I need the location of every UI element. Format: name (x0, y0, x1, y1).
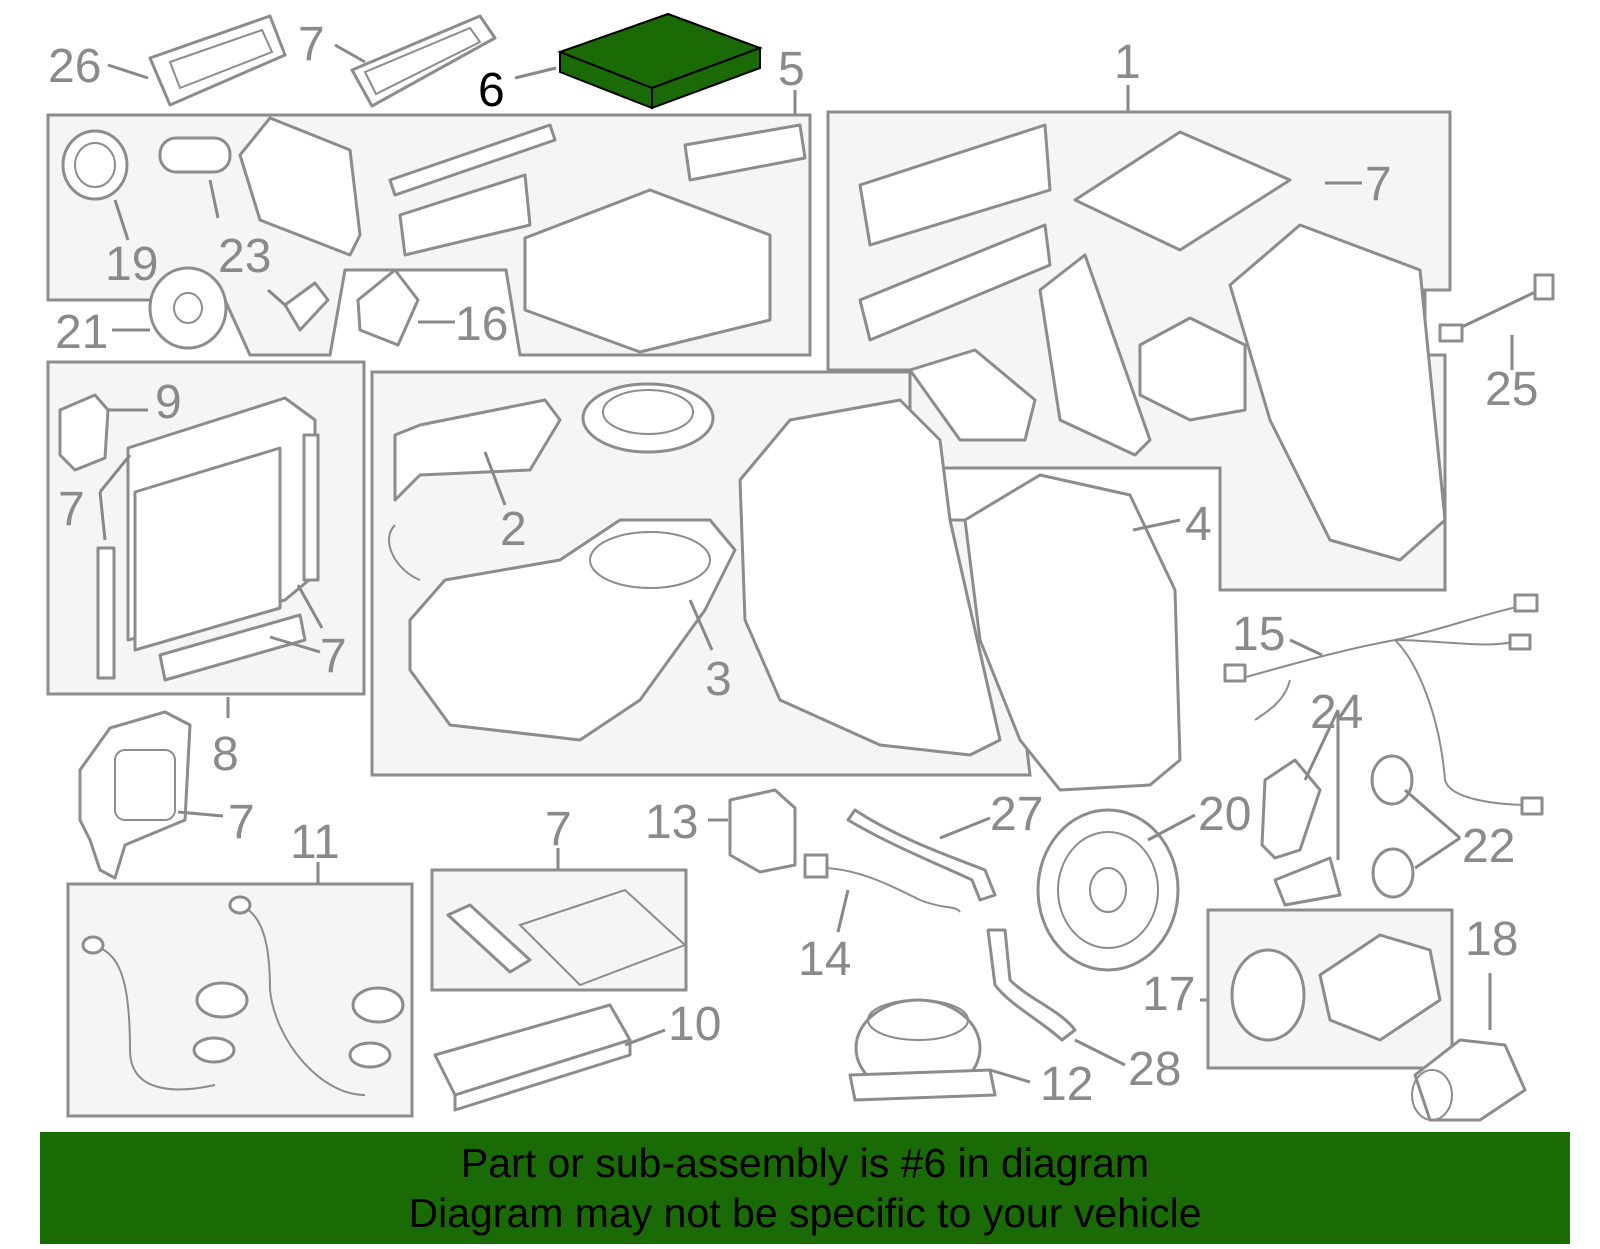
part-12-blower-motor (848, 998, 997, 1102)
callout-1: 1 (1114, 36, 1141, 89)
part-5-door (388, 123, 557, 257)
part-21-gear (148, 266, 228, 350)
part-1-center-housing (738, 398, 1002, 757)
leader-lines (98, 43, 1514, 1084)
part-16-actuator (356, 268, 420, 347)
part-5-housing-left (238, 116, 362, 257)
part-11-pipes (81, 895, 405, 1096)
callout-5: 5 (778, 43, 805, 96)
part-15-harness (1223, 593, 1544, 816)
part-22-gears (1370, 754, 1415, 899)
callout-3: 3 (705, 653, 732, 706)
part-10-heater-core (433, 1003, 632, 1112)
part-1-housing (908, 223, 1447, 562)
callout-21: 21 (55, 306, 108, 359)
part-28-hose (986, 928, 1077, 1042)
callout-7-top: 7 (298, 18, 325, 71)
part-25-screw (1438, 273, 1555, 343)
callout-16: 16 (455, 298, 508, 351)
part-24-bracket (1260, 758, 1342, 907)
callout-20: 20 (1198, 788, 1251, 841)
part-17-actuator (1230, 933, 1442, 1042)
part-18-actuator (1411, 1038, 1527, 1122)
callout-7-left: 7 (58, 483, 85, 536)
callout-11: 11 (290, 816, 340, 869)
callout-19: 19 (105, 238, 158, 291)
part-1-doors (858, 123, 1292, 342)
part-26-vent (148, 14, 287, 107)
callout-2: 2 (500, 503, 527, 556)
callout-27: 27 (990, 788, 1043, 841)
callout-23: 23 (218, 230, 271, 283)
banner-line-1: Part or sub-assembly is #6 in diagram (460, 1140, 1150, 1186)
part-20-fan (1036, 808, 1180, 972)
callout-12: 12 (1040, 1058, 1093, 1111)
part-3-blower-case (388, 518, 737, 742)
callout-7-evap: 7 (320, 630, 347, 683)
part-13-resistor (728, 788, 797, 874)
part-5-housing-right (523, 123, 807, 354)
callout-8: 8 (212, 728, 239, 781)
callout-25: 25 (1485, 363, 1538, 416)
callout-10: 10 (668, 998, 721, 1051)
callout-22: 22 (1462, 820, 1515, 873)
callout-28: 28 (1128, 1043, 1181, 1096)
callout-17: 17 (1142, 968, 1195, 1021)
part-7-seal-top (350, 14, 497, 108)
callout-14: 14 (798, 933, 851, 986)
callout-18: 18 (1465, 913, 1518, 966)
part-6-cabin-filter[interactable] (557, 12, 763, 110)
part-23b (283, 281, 330, 332)
callout-6: 6 (478, 64, 505, 117)
banner-line-2: Diagram may not be specific to your vehi… (408, 1190, 1202, 1236)
callout-15: 15 (1232, 608, 1285, 661)
part-8-evaporator (96, 396, 320, 682)
part-14-wire (803, 853, 961, 913)
callout-26: 26 (48, 40, 101, 93)
part-4-case (963, 473, 1182, 792)
callout-7-right: 7 (1365, 158, 1392, 211)
part-19-ring (61, 129, 129, 201)
part-27-hose (846, 808, 997, 902)
part-9-valve (58, 393, 110, 472)
part-2-duct (393, 382, 715, 502)
part-7-seals (446, 888, 687, 987)
callout-24: 24 (1310, 686, 1363, 739)
callout-13: 13 (645, 796, 698, 849)
callout-7-shroud: 7 (228, 796, 255, 849)
callout-9: 9 (155, 376, 182, 429)
part-23-knob (158, 136, 232, 174)
callout-4: 4 (1185, 498, 1212, 551)
info-banner: Part or sub-assembly is #6 in diagram Di… (40, 1132, 1570, 1244)
callout-7-seals: 7 (545, 803, 572, 856)
part-7-shroud (78, 710, 192, 880)
